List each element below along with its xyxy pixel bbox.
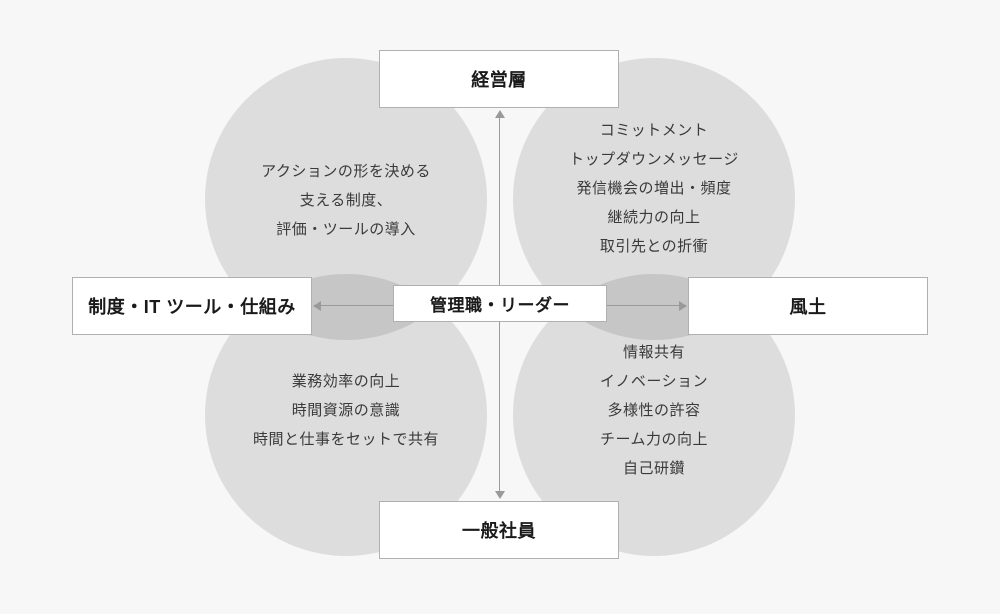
- quadrant-line: 多様性の許容: [607, 402, 701, 419]
- quadrant-line: 情報共有: [622, 344, 685, 361]
- quadrant-line: イノベーション: [599, 373, 709, 390]
- quadrant-line: 時間と仕事をセットで共有: [252, 431, 439, 448]
- quadrant-line: 時間資源の意識: [291, 402, 401, 419]
- quadrant-line: 業務効率の向上: [291, 373, 401, 390]
- quadrant-text-bottom-left: 業務効率の向上 時間資源の意識 時間と仕事をセットで共有: [186, 367, 506, 454]
- quadrant-line: 継続力の向上: [607, 209, 701, 226]
- quadrant-line: 支える制度、: [299, 192, 393, 209]
- quadrant-line: コミットメント: [599, 122, 709, 139]
- quadrant-line: 取引先との折衝: [599, 238, 709, 255]
- node-managers-leaders: 管理職・リーダー: [393, 285, 607, 322]
- quadrant-line: 発信機会の増出・頻度: [576, 180, 732, 197]
- node-general-employees: 一般社員: [379, 501, 619, 559]
- quadrant-text-top-right: コミットメント トップダウンメッセージ 発信機会の増出・頻度 継続力の向上 取引…: [494, 116, 814, 261]
- arrowhead-up-icon: [495, 110, 505, 118]
- arrowhead-left-icon: [313, 301, 321, 311]
- quadrant-line: チーム力の向上: [599, 431, 709, 448]
- connector-line-up: [499, 118, 500, 285]
- connector-line-left: [321, 305, 393, 306]
- node-systems-it-tools: 制度・IT ツール・仕組み: [72, 277, 312, 335]
- quadrant-line: 評価・ツールの導入: [276, 221, 416, 238]
- quadrant-line: 自己研鑽: [622, 460, 685, 477]
- node-culture: 風土: [688, 277, 928, 335]
- node-label: 経営層: [471, 70, 527, 90]
- connector-line-right: [607, 305, 679, 306]
- node-label: 風土: [789, 297, 827, 317]
- quadrant-line: アクションの形を決める: [261, 163, 431, 180]
- node-label: 制度・IT ツール・仕組み: [88, 297, 296, 317]
- node-label: 管理職・リーダー: [430, 296, 570, 315]
- arrowhead-down-icon: [495, 491, 505, 499]
- quadrant-text-bottom-right: 情報共有 イノベーション 多様性の許容 チーム力の向上 自己研鑽: [494, 338, 814, 483]
- connector-line-down: [499, 322, 500, 491]
- quadrant-line: トップダウンメッセージ: [569, 151, 739, 168]
- node-executive-layer: 経営層: [379, 50, 619, 108]
- node-label: 一般社員: [462, 521, 536, 541]
- arrowhead-right-icon: [679, 301, 687, 311]
- quadrant-text-top-left: アクションの形を決める 支える制度、 評価・ツールの導入: [186, 157, 506, 244]
